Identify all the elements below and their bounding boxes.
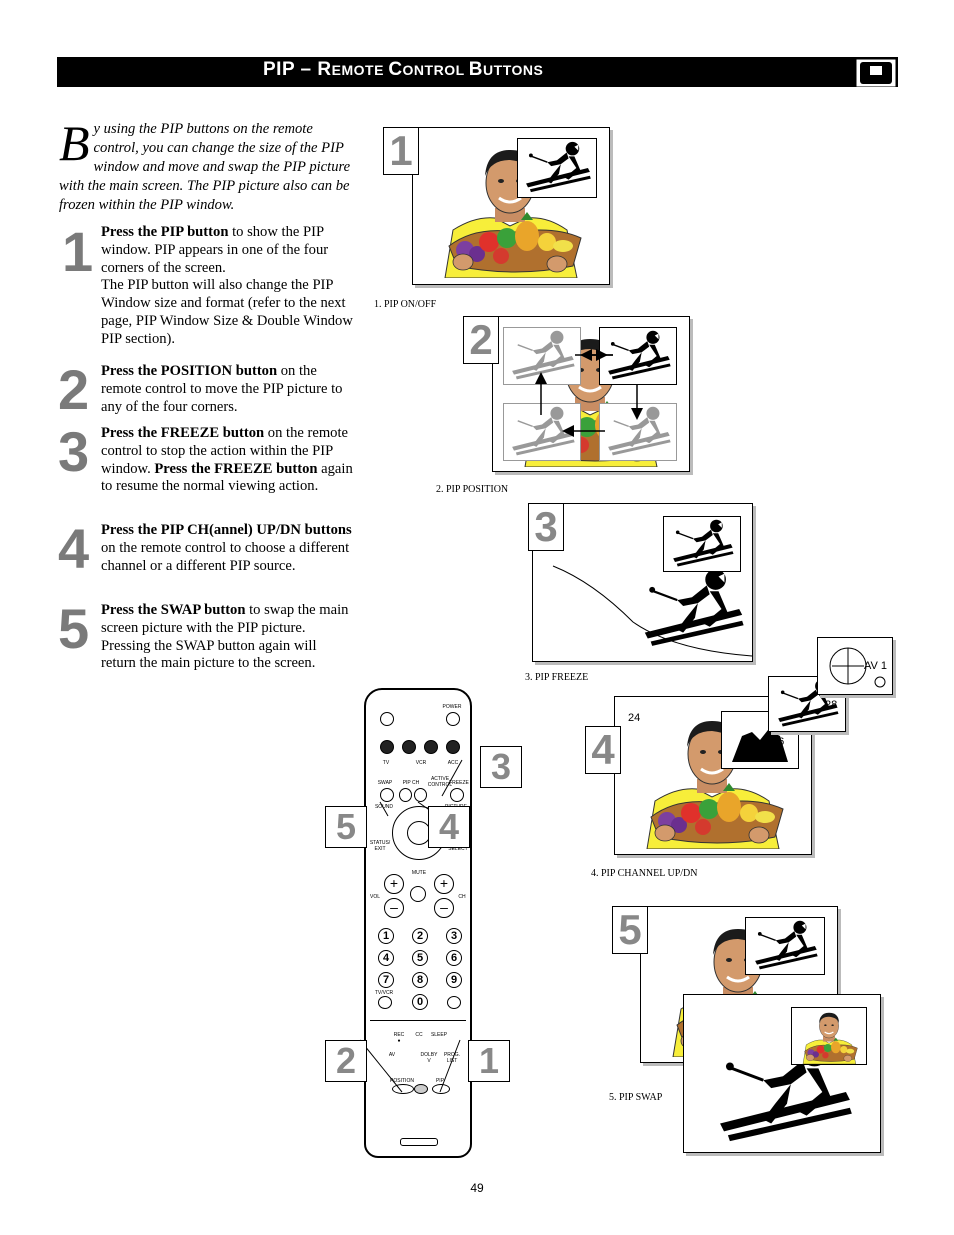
drop-cap: B [59,115,90,171]
digit-9-button[interactable]: 9 [446,972,462,988]
digit-5-button[interactable]: 5 [412,950,428,966]
step-number-4: 4 [58,517,90,580]
digit-6-button[interactable]: 6 [446,950,462,966]
divider [370,1020,466,1021]
freeze-button[interactable] [450,788,464,802]
figure-1-badge: 1 [383,127,419,175]
volume-down-button[interactable]: – [384,898,404,918]
people-illustration [732,730,788,762]
pause-button[interactable] [380,712,394,726]
figure-3-pip-freeze [532,503,753,662]
step-2-text: Press the POSITION button on the remote … [101,363,343,415]
digit-1-button[interactable]: 1 [378,928,394,944]
surf-button[interactable] [447,996,461,1009]
figure-1-caption: 1. PIP ON/OFF [374,299,437,310]
power-button[interactable] [446,712,460,726]
remote-badge-4: 4 [428,806,470,848]
channel-down-button[interactable]: – [434,898,454,918]
pip-window [663,516,741,572]
remote-badge-1: 1 [468,1040,510,1082]
number-pad: 1 2 3 4 5 6 7 8 9 0 [378,928,462,1010]
digit-8-button[interactable]: 8 [412,972,428,988]
pip-window [517,138,597,198]
step-number-3: 3 [58,420,90,483]
figure-5-swapped-screen [683,994,881,1153]
remote-badge-2: 2 [325,1040,367,1082]
figure-2-pip-position [492,316,690,472]
pip-source-av1: AV 1 [817,637,893,695]
swap-button[interactable] [380,788,394,802]
pip-window: 26 [721,711,799,769]
digit-4-button[interactable]: 4 [378,950,394,966]
digit-2-button[interactable]: 2 [412,928,428,944]
pip-ch-down-button[interactable] [399,788,412,802]
back-button[interactable] [378,996,392,1009]
channel-up-button[interactable]: + [434,874,454,894]
step-number-1: 1 [62,220,94,283]
rewind-button[interactable] [380,740,394,754]
pip-position-button[interactable] [392,1084,414,1094]
figure-5-caption: 5. PIP SWAP [609,1092,663,1103]
figure-4-caption: 4. PIP CHANNEL UP/DN [591,868,698,879]
figure-4-badge: 4 [585,726,621,774]
step-number-5: 5 [58,597,90,660]
figure-3-caption: 3. PIP FREEZE [525,672,589,683]
stop-button[interactable] [402,740,416,754]
pip-button[interactable] [432,1084,450,1094]
position-arrows [535,349,643,437]
step-number-2: 2 [58,358,90,421]
step-3-text: Press the FREEZE button on the remote co… [101,425,353,495]
mute-button[interactable] [410,886,426,902]
section-title: PIP – REMOTE CONTROL BUTTONS [263,59,544,80]
remote-bottom-slot [400,1138,438,1146]
globe-illustration [829,647,886,688]
pip-window [791,1007,867,1065]
remote-control: POWER TV VCR ACC SWAP PIP CH ACTIVE CONT… [364,688,472,1158]
step-1-text: Press the PIP button to show the PIP win… [101,224,353,347]
section-header-bar [57,57,898,87]
figure-1-pip-on-off [412,127,610,285]
remote-badge-3: 3 [480,746,522,788]
digit-0-button[interactable]: 0 [412,994,428,1010]
digit-7-button[interactable]: 7 [378,972,394,988]
figure-2-badge: 2 [463,316,499,364]
digit-3-button[interactable]: 3 [446,928,462,944]
play-button[interactable] [424,740,438,754]
page-number: 49 [470,1181,484,1195]
step-4-text: Press the PIP CH(annel) UP/DN buttons on… [101,522,352,574]
step-5-text: Press the SWAP button to swap the main s… [101,602,349,672]
center-button[interactable] [414,1084,428,1094]
figure-2-caption: 2. PIP POSITION [436,484,509,495]
fast-forward-button[interactable] [446,740,460,754]
remote-badge-5: 5 [325,806,367,848]
skier-illustration [633,564,751,654]
figure-5-badge: 5 [612,906,648,954]
figure-3-badge: 3 [528,503,564,551]
pip-window [745,917,825,975]
skier-illustration [518,139,596,197]
tv-icon [856,59,896,87]
volume-up-button[interactable]: + [384,874,404,894]
main-channel-number: 24 [628,712,641,724]
pip-ch-up-button[interactable] [414,788,427,802]
ski-slope-illustration [552,565,752,657]
